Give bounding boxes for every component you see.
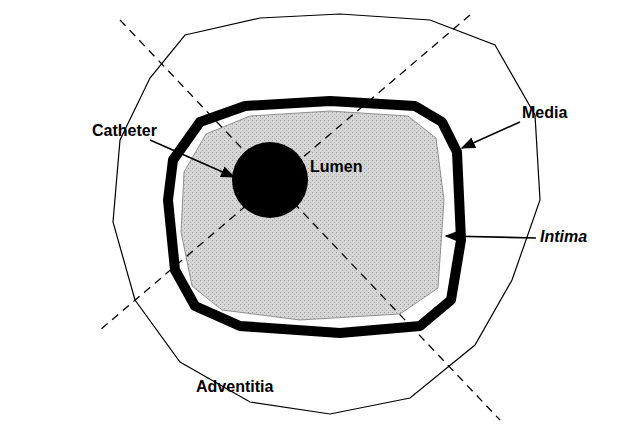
catheter-circle	[232, 142, 308, 218]
part-label: Intima	[540, 228, 587, 246]
part-label: Catheter	[92, 122, 157, 140]
adventitia-outline	[113, 14, 540, 414]
media-ring	[168, 101, 461, 333]
leader-arrow	[446, 236, 536, 238]
part-label: Adventitia	[196, 378, 273, 396]
intima-layer	[181, 111, 444, 320]
section-line	[120, 20, 500, 420]
section-line	[100, 15, 470, 330]
part-label: Media	[522, 104, 567, 122]
leader-arrow	[462, 122, 520, 148]
part-label: Lumen	[310, 158, 362, 176]
leader-arrow	[150, 140, 234, 177]
